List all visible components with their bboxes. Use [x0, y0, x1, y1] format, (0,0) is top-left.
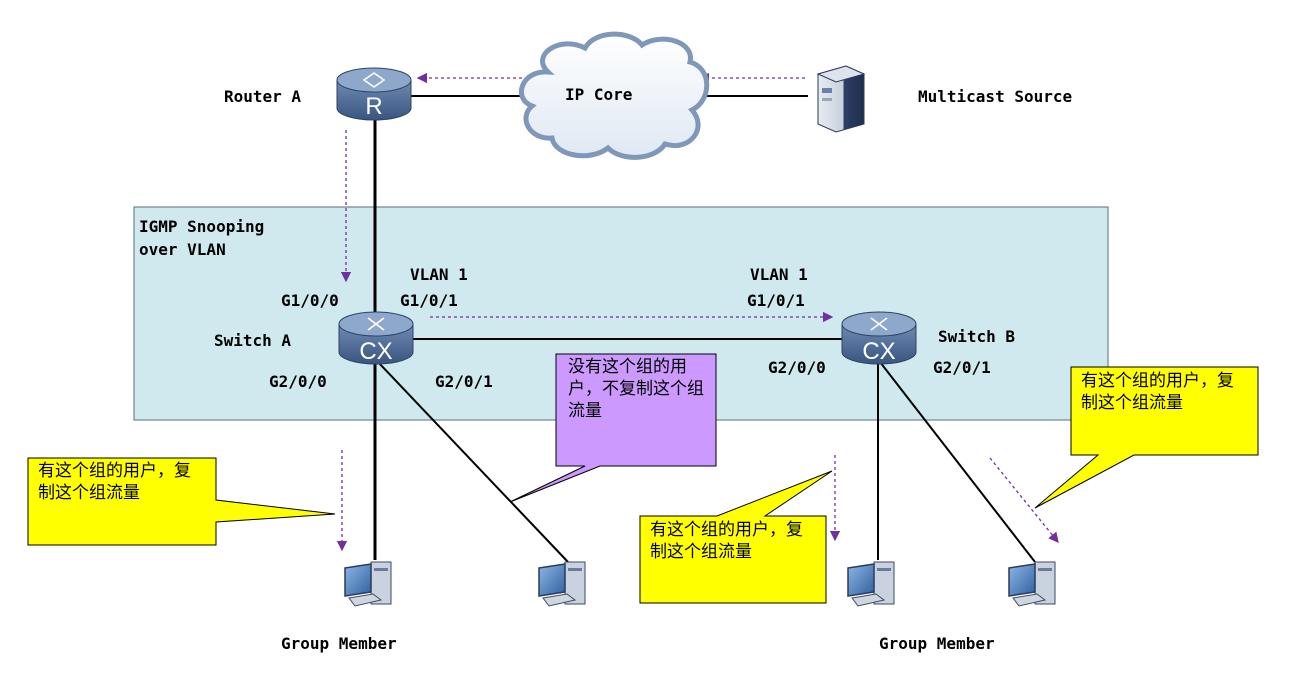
link-switch-a-nonmember: [377, 361, 569, 563]
vlan-panel-title-line2: over VLAN: [139, 240, 226, 259]
switch-icon: CX: [338, 311, 414, 365]
vlan-panel-title-line1: IGMP Snooping: [139, 217, 265, 236]
switch-a-port-down-left: G2/0/0: [269, 372, 327, 391]
switch-a-port-down-right: G2/0/1: [435, 372, 493, 391]
server-icon: [816, 65, 866, 133]
switch-a-vlan-label: VLAN 1: [410, 265, 468, 284]
callout-b-right-shape: [1034, 366, 1259, 509]
callout-b-left-shape: [639, 470, 833, 604]
pc-icon: [538, 561, 586, 607]
router-symbol: R: [365, 93, 382, 120]
switch-b-port-down-right: G2/0/1: [933, 358, 991, 377]
pc-icon: [847, 561, 895, 607]
callout-b-right-text: 有这个组的用户，复制这个组流量: [1081, 371, 1234, 413]
flow-arrow-switch-b-to-right-member: [989, 457, 1059, 544]
callout-a-no-member-text: 没有这个组的用户，不复制这个组流量: [568, 357, 704, 421]
switch-b-port-uplink: G1/0/1: [747, 291, 805, 310]
router-icon: R: [336, 67, 412, 121]
switch-a-label: Switch A: [214, 331, 292, 350]
callout-a-member-shape: [27, 457, 336, 546]
callout-a-no-member-shape: [509, 353, 717, 503]
multicast-source-label: Multicast Source: [918, 87, 1073, 106]
switch-b-vlan-label: VLAN 1: [750, 265, 808, 284]
callout-b-left-text: 有这个组的用户，复制这个组流量: [650, 520, 803, 562]
group-member-a-label: Group Member: [281, 634, 397, 653]
router-a-label: Router A: [224, 87, 302, 106]
switch-b-port-down-left: G2/0/0: [768, 358, 826, 377]
pc-icon: [1008, 561, 1056, 607]
switch-icon: CX: [841, 311, 917, 365]
callout-a-member-text: 有这个组的用户，复制这个组流量: [38, 461, 191, 503]
switch-a-symbol: CX: [359, 338, 392, 365]
switch-a-port-up: G1/0/0: [281, 291, 339, 310]
ip-core-label: IP Core: [565, 85, 633, 104]
link-switch-b-right: [879, 361, 1036, 563]
switch-a-port-uplink: G1/0/1: [400, 291, 458, 310]
cloud-icon: [518, 31, 710, 160]
switch-b-symbol: CX: [862, 338, 895, 365]
pc-icon: [344, 561, 392, 607]
switch-b-label: Switch B: [938, 327, 1016, 346]
group-member-b-label: Group Member: [879, 634, 995, 653]
